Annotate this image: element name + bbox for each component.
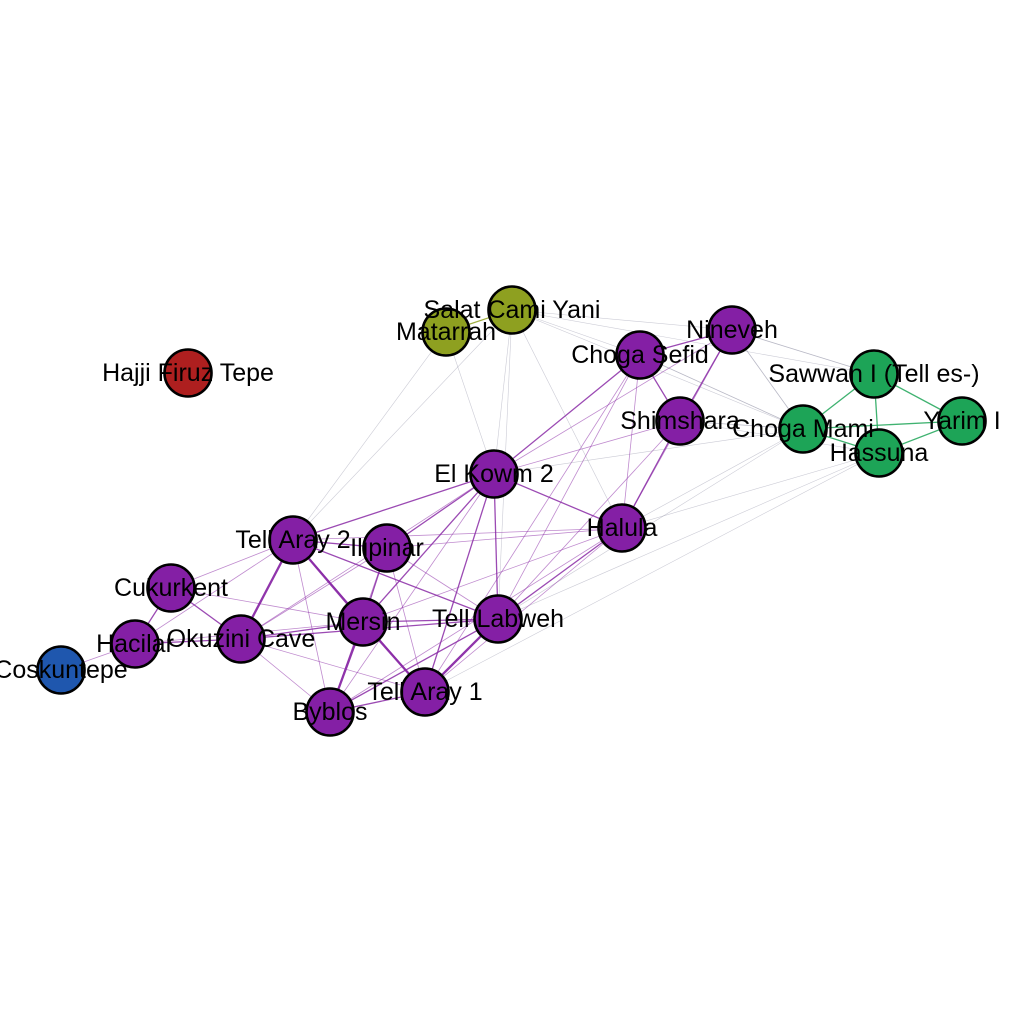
node-hajji bbox=[163, 348, 213, 398]
edge-telllabweh-chogamami bbox=[497, 428, 804, 620]
node-label-nineveh: Nineveh bbox=[686, 316, 778, 344]
edge-tellaray2-elkowm bbox=[292, 473, 495, 541]
node-label-hassuna: Hassuna bbox=[830, 439, 929, 467]
node-telllabweh bbox=[473, 594, 523, 644]
edge-tellaray1-halula bbox=[424, 527, 623, 693]
edge-chogamami-yarim bbox=[802, 420, 963, 430]
edge-ilipinar-tellaray1 bbox=[386, 547, 426, 693]
edge-telllabweh-chogasefid bbox=[497, 354, 641, 620]
edge-tellaray2-salat bbox=[292, 309, 513, 541]
node-label-okuzini: Okuzini Cave bbox=[167, 625, 316, 653]
node-salat bbox=[487, 285, 537, 335]
node-label-hacilar: Hacilar bbox=[96, 630, 174, 658]
node-shimshara bbox=[655, 396, 705, 446]
edge-halula-salat bbox=[511, 309, 623, 529]
nodes-layer bbox=[36, 285, 987, 737]
edge-tellaray2-byblos bbox=[292, 539, 331, 713]
edge-tellaray2-hacilar bbox=[134, 539, 294, 645]
node-coskuntepe bbox=[36, 645, 86, 695]
node-label-cukurkent: Cukurkent bbox=[114, 574, 228, 602]
edge-telllabweh-halula bbox=[497, 527, 623, 620]
node-label-chogamami: Choga Mami bbox=[732, 415, 874, 443]
edge-halula-chogasefid bbox=[621, 354, 641, 529]
node-chogamami bbox=[778, 404, 828, 454]
node-label-matarrah: Matarrah bbox=[396, 318, 496, 346]
node-label-byblos: Byblos bbox=[292, 698, 367, 726]
node-label-mersin: Mersin bbox=[325, 608, 400, 636]
edge-nineveh-salat bbox=[511, 309, 733, 331]
node-elkowm bbox=[469, 449, 519, 499]
node-label-halula: Halula bbox=[587, 514, 658, 542]
node-cukurkent bbox=[146, 563, 196, 613]
node-label-coskuntepe: Coskuntepe bbox=[0, 656, 128, 684]
edge-elkowm-shimshara bbox=[493, 420, 681, 475]
node-yarim bbox=[937, 396, 987, 446]
edge-shimshara-hassuna bbox=[679, 420, 880, 454]
node-okuzini bbox=[216, 614, 266, 664]
edge-tellaray1-elkowm bbox=[424, 473, 495, 693]
node-sawwan bbox=[849, 349, 899, 399]
edge-halula-chogamami bbox=[621, 428, 804, 529]
edge-halula-hassuna bbox=[621, 452, 880, 529]
node-label-telllabweh: Tell Labweh bbox=[432, 605, 564, 633]
edge-mersin-halula bbox=[362, 527, 623, 623]
node-label-shimshara: Shimshara bbox=[620, 407, 740, 435]
node-label-hajji: Hajji Firuz Tepe bbox=[102, 359, 274, 387]
node-halula bbox=[597, 503, 647, 553]
node-matarrah bbox=[421, 307, 471, 357]
node-label-yarim: Yarim I bbox=[923, 407, 1000, 435]
node-hacilar bbox=[110, 619, 160, 669]
edge-tellaray2-halula bbox=[292, 527, 623, 541]
edge-ilipinar-halula bbox=[386, 527, 623, 549]
node-label-salat: Salat Cami Yani bbox=[424, 296, 601, 324]
edge-ilipinar-okuzini bbox=[240, 547, 388, 640]
node-chogasefid bbox=[615, 330, 665, 380]
node-label-chogasefid: Choga Sefid bbox=[571, 341, 709, 369]
edge-elkowm-chogamami bbox=[493, 428, 804, 475]
node-label-tellaray1: Tell Aray 1 bbox=[367, 678, 482, 706]
node-ilipinar bbox=[362, 523, 412, 573]
node-hassuna bbox=[854, 428, 904, 478]
edge-cukurkent-mersin bbox=[170, 587, 364, 623]
edge-okuzini-tellaray1 bbox=[240, 638, 426, 693]
edge-tellaray1-chogasefid bbox=[424, 354, 641, 693]
edge-elkowm-chogasefid bbox=[493, 354, 641, 475]
node-mersin bbox=[338, 597, 388, 647]
edge-tellaray1-hassuna bbox=[424, 452, 880, 693]
node-label-elkowm: El Kowm 2 bbox=[434, 460, 553, 488]
edge-elkowm-matarrah bbox=[445, 331, 495, 475]
node-tellaray1 bbox=[400, 667, 450, 717]
node-label-sawwan: Sawwan I (Tell es-) bbox=[768, 360, 979, 388]
edge-chogasefid-chogamami bbox=[639, 354, 804, 430]
edge-telllabweh-byblos bbox=[329, 618, 499, 713]
edge-byblos-elkowm bbox=[329, 473, 495, 713]
edge-telllabweh-hassuna bbox=[497, 452, 880, 620]
node-label-ilipinar: Ilipinar bbox=[350, 534, 424, 562]
node-tellaray2 bbox=[268, 515, 318, 565]
edge-salat-sawwan bbox=[511, 309, 875, 375]
node-nineveh bbox=[707, 305, 757, 355]
node-label-tellaray2: Tell Aray 2 bbox=[235, 526, 350, 554]
edge-tellaray2-matarrah bbox=[292, 331, 447, 541]
edge-elkowm-nineveh bbox=[493, 329, 733, 475]
edge-elkowm-salat bbox=[493, 309, 513, 475]
edge-telllabweh-shimshara bbox=[497, 420, 681, 620]
edge-mersin-elkowm bbox=[362, 473, 495, 623]
node-byblos bbox=[305, 687, 355, 737]
